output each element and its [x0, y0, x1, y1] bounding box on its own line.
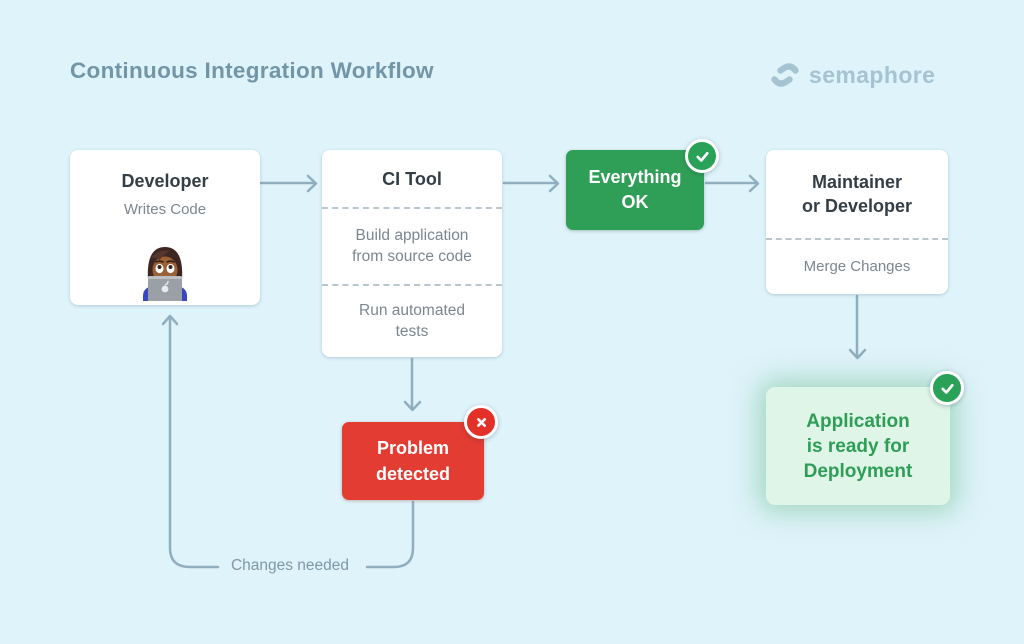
brand-logo: semaphore: [768, 58, 935, 92]
brand-name: semaphore: [809, 61, 936, 88]
developer-title: Developer: [121, 171, 209, 191]
developer-node: Developer Writes Code: [70, 150, 260, 305]
cross-icon: [476, 417, 486, 427]
page-title: Continuous Integration Workflow: [70, 58, 434, 83]
ci-tool-step-tests: Run automated tests: [359, 301, 465, 340]
everything-ok-node: Everything OK: [566, 139, 719, 230]
cross-badge: [464, 405, 498, 439]
loop-problem-to-label: [365, 500, 415, 569]
check-badge: [930, 371, 964, 405]
dashed-divider: [322, 284, 502, 286]
changes-needed-label: Changes needed: [230, 557, 350, 574]
ci-tool-step-build: Build application from source code: [352, 226, 472, 265]
ci-tool-title: CI Tool: [382, 168, 442, 189]
developer-subtitle: Writes Code: [123, 201, 207, 218]
maintainer-title: Maintainer or Developer: [801, 172, 913, 216]
ci-tool-node: CI Tool Build application from source co…: [322, 150, 502, 357]
maintainer-node: Maintainer or Developer Merge Changes: [766, 150, 948, 294]
problem-detected-node: Problem detected: [342, 405, 498, 500]
loop-label-to-developer: [168, 315, 220, 569]
semaphore-logo-icon: [771, 63, 799, 87]
maintainer-subtitle: Merge Changes: [803, 257, 911, 275]
check-icon: [940, 383, 954, 394]
dashed-divider: [322, 207, 502, 209]
deployment-ready-node: Application is ready for Deployment: [766, 371, 964, 505]
check-icon: [695, 151, 709, 162]
check-badge: [685, 139, 719, 173]
dashed-divider: [766, 238, 948, 240]
woman-technologist-emoji: [136, 245, 194, 305]
